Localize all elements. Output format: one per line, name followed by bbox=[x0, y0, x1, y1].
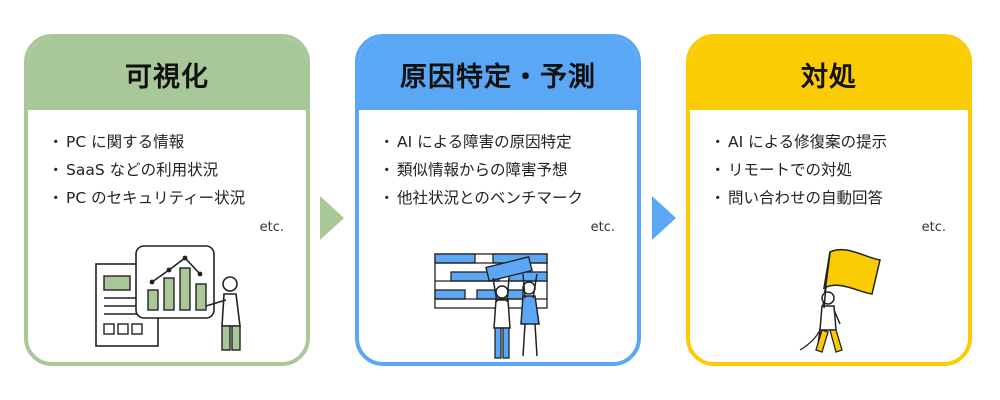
card-title: 可視化 bbox=[28, 38, 306, 110]
item-list: ・AI による障害の原因特定 ・類似情報からの障害予想 ・他社状況とのベンチマー… bbox=[359, 128, 637, 212]
item-list: ・AI による修復案の提示 ・リモートでの対処 ・問い合わせの自動回答 bbox=[690, 128, 968, 212]
list-item: ・PC のセキュリティー状況 bbox=[48, 189, 246, 207]
etc-label: etc. bbox=[259, 220, 284, 235]
card-title: 原因特定・予測 bbox=[359, 38, 637, 110]
list-item: ・類似情報からの障害予想 bbox=[379, 161, 568, 179]
card-title: 対処 bbox=[690, 38, 968, 110]
etc-label: etc. bbox=[921, 220, 946, 235]
team-puzzle-board-illustration bbox=[359, 238, 637, 362]
list-item: ・他社状況とのベンチマーク bbox=[379, 189, 583, 207]
stage-card-response: 対処 ・AI による修復案の提示 ・リモートでの対処 ・問い合わせの自動回答 e… bbox=[686, 34, 972, 366]
item-list: ・PC に関する情報 ・SaaS などの利用状況 ・PC のセキュリティー状況 bbox=[28, 128, 306, 212]
list-item: ・AI による障害の原因特定 bbox=[379, 133, 572, 151]
list-item: ・問い合わせの自動回答 bbox=[710, 189, 884, 207]
stage-card-visualization: 可視化 ・PC に関する情報 ・SaaS などの利用状況 ・PC のセキュリティ… bbox=[24, 34, 310, 366]
etc-label: etc. bbox=[590, 220, 615, 235]
list-item: ・AI による修復案の提示 bbox=[710, 133, 888, 151]
list-item: ・リモートでの対処 bbox=[710, 161, 853, 179]
chevron-right-icon bbox=[652, 196, 676, 240]
stage-card-root-cause: 原因特定・予測 ・AI による障害の原因特定 ・類似情報からの障害予想 ・他社状… bbox=[355, 34, 641, 366]
climber-flag-illustration bbox=[690, 238, 968, 362]
analytics-chart-illustration bbox=[28, 238, 306, 362]
list-item: ・SaaS などの利用状況 bbox=[48, 161, 219, 179]
chevron-right-icon bbox=[320, 196, 344, 240]
list-item: ・PC に関する情報 bbox=[48, 133, 185, 151]
